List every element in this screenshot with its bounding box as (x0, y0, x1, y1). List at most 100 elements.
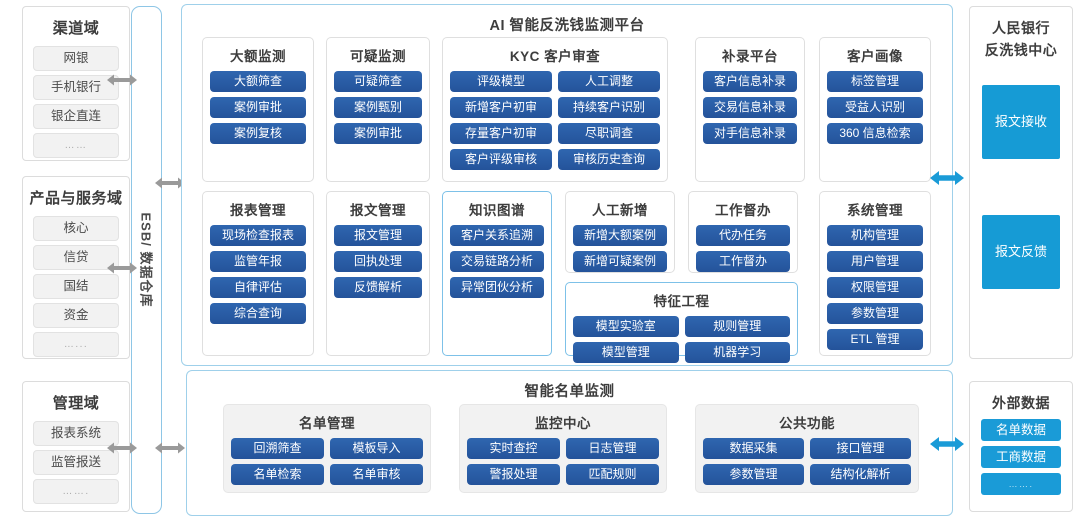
domain-item[interactable]: 网银 (33, 46, 119, 71)
module-title: 人工新增 (592, 203, 648, 218)
module-button[interactable]: 综合查询 (210, 303, 306, 324)
module-title: 报表管理 (230, 203, 286, 218)
platform-title: AI 智能反洗钱监测平台 (489, 18, 645, 34)
module-button[interactable]: 人工调整 (558, 71, 660, 92)
domain-item[interactable]: 报表系统 (33, 421, 119, 446)
external-data-item[interactable]: 工商数据 (981, 446, 1061, 468)
domain-item[interactable]: 信贷 (33, 245, 119, 270)
module-buttons: 现场检查报表 监管年报 自律评估 综合查询 (203, 225, 313, 324)
module-button[interactable]: 交易链路分析 (450, 251, 544, 272)
group-button[interactable]: 名单检索 (231, 464, 324, 485)
module-button[interactable]: 自律评估 (210, 277, 306, 298)
module-button[interactable]: 尽职调查 (558, 123, 660, 144)
module-button[interactable]: 权限管理 (827, 277, 923, 298)
domain-item[interactable]: 资金 (33, 303, 119, 328)
module-button[interactable]: 对手信息补录 (703, 123, 797, 144)
module-button[interactable]: 异常团伙分析 (450, 277, 544, 298)
group-button[interactable]: 警报处理 (467, 464, 560, 485)
module-button[interactable]: 存量客户初审 (450, 123, 552, 144)
group-buttons: 数据采集 接口管理 参数管理 结构化解析 (696, 438, 918, 485)
domain-item-more[interactable]: …… (33, 133, 119, 158)
module-button[interactable]: 用户管理 (827, 251, 923, 272)
group-button[interactable]: 参数管理 (703, 464, 804, 485)
module-button[interactable]: 可疑筛查 (334, 71, 422, 92)
domain-panel-product-service: 产品与服务域 核心 信贷 国结 资金 …... (22, 176, 130, 359)
module-button[interactable]: 模型实验室 (573, 316, 679, 337)
group-button[interactable]: 数据采集 (703, 438, 804, 459)
module-button[interactable]: 案例审批 (334, 123, 422, 144)
module-button[interactable]: 客户信息补录 (703, 71, 797, 92)
module-buttons: 模型实验室 规则管理 模型管理 机器学习 (566, 316, 797, 363)
arrow-management-to-esb (107, 440, 137, 456)
module-card-kyc-customer-review: KYC 客户审查 评级模型 人工调整 新增客户初审 持续客户识别 存量客户初审 … (442, 37, 668, 182)
module-title: 客户画像 (847, 49, 903, 64)
module-card-knowledge-graph: 知识图谱 客户关系追溯 交易链路分析 异常团伙分析 (442, 191, 552, 356)
module-button[interactable]: 新增客户初审 (450, 97, 552, 118)
module-button[interactable]: 代办任务 (696, 225, 790, 246)
group-button[interactable]: 回溯筛查 (231, 438, 324, 459)
arrow-external-data-to-platform (930, 434, 964, 454)
module-button[interactable]: 360 信息检索 (827, 123, 923, 144)
domain-item[interactable]: 核心 (33, 216, 119, 241)
group-title: 名单管理 (299, 416, 355, 431)
group-button[interactable]: 匹配规则 (566, 464, 659, 485)
module-card-manual-addition: 人工新增 新增大额案例 新增可疑案例 (565, 191, 675, 273)
module-button[interactable]: 评级模型 (450, 71, 552, 92)
platform-container: AI 智能反洗钱监测平台 大额监测 大额筛查 案例审批 案例复核 可疑监测 可疑… (181, 4, 953, 366)
module-button[interactable]: 案例审批 (210, 97, 306, 118)
module-button[interactable]: 客户评级审核 (450, 149, 552, 170)
module-button[interactable]: 大额筛查 (210, 71, 306, 92)
module-button[interactable]: 交易信息补录 (703, 97, 797, 118)
module-button[interactable]: 标签管理 (827, 71, 923, 92)
module-button[interactable]: 工作督办 (696, 251, 790, 272)
message-feedback-block[interactable]: 报文反馈 (982, 215, 1060, 289)
module-button[interactable]: 回执处理 (334, 251, 422, 272)
module-button[interactable]: 持续客户识别 (558, 97, 660, 118)
group-button[interactable]: 接口管理 (810, 438, 911, 459)
module-button[interactable]: 新增可疑案例 (573, 251, 667, 272)
message-receive-block[interactable]: 报文接收 (982, 85, 1060, 159)
module-button[interactable]: 机构管理 (827, 225, 923, 246)
module-button[interactable]: 参数管理 (827, 303, 923, 324)
module-button[interactable]: ETL 管理 (827, 329, 923, 350)
group-card-list-management: 名单管理 回溯筛查 模板导入 名单检索 名单审核 (223, 404, 431, 493)
external-data-item-more[interactable]: ……. (981, 473, 1061, 495)
arrow-platform-to-pboc (930, 168, 964, 188)
domain-item-more[interactable]: …... (33, 332, 119, 357)
module-button[interactable]: 模型管理 (573, 342, 679, 363)
module-button[interactable]: 客户关系追溯 (450, 225, 544, 246)
module-button[interactable]: 报文管理 (334, 225, 422, 246)
module-button[interactable]: 案例复核 (210, 123, 306, 144)
module-title: 工作督办 (715, 203, 771, 218)
external-data-item[interactable]: 名单数据 (981, 419, 1061, 441)
module-button[interactable]: 案例甄别 (334, 97, 422, 118)
domain-item[interactable]: 手机银行 (33, 75, 119, 100)
module-buttons: 可疑筛查 案例甄别 案例审批 (327, 71, 429, 144)
module-card-customer-profile: 客户画像 标签管理 受益人识别 360 信息检索 (819, 37, 931, 182)
group-button[interactable]: 结构化解析 (810, 464, 911, 485)
module-buttons: 报文管理 回执处理 反馈解析 (327, 225, 429, 298)
pboc-aml-center-panel: 人民银行 反洗钱中心 报文接收 报文反馈 (969, 6, 1073, 359)
module-button[interactable]: 机器学习 (684, 342, 790, 363)
arrow-esb-to-platform (155, 175, 185, 191)
module-button[interactable]: 反馈解析 (334, 277, 422, 298)
module-title: 可疑监测 (350, 49, 406, 64)
domain-item[interactable]: 监管报送 (33, 450, 119, 475)
pboc-title-line2: 反洗钱中心 (984, 42, 1058, 58)
group-button[interactable]: 名单审核 (330, 464, 423, 485)
esb-data-warehouse-bar: ESB/ 数据仓库 (131, 6, 162, 514)
module-button[interactable]: 审核历史查询 (558, 149, 660, 170)
domain-item[interactable]: 国结 (33, 274, 119, 299)
module-button[interactable]: 监管年报 (210, 251, 306, 272)
module-button[interactable]: 受益人识别 (827, 97, 923, 118)
group-button[interactable]: 实时查控 (467, 438, 560, 459)
module-button[interactable]: 新增大额案例 (573, 225, 667, 246)
domain-item[interactable]: 银企直连 (33, 104, 119, 129)
module-button[interactable]: 规则管理 (684, 316, 790, 337)
group-button[interactable]: 日志管理 (566, 438, 659, 459)
pboc-title-line1: 人民银行 (992, 20, 1050, 36)
module-title: 系统管理 (847, 203, 903, 218)
module-button[interactable]: 现场检查报表 (210, 225, 306, 246)
domain-item-more[interactable]: ……. (33, 479, 119, 504)
group-button[interactable]: 模板导入 (330, 438, 423, 459)
